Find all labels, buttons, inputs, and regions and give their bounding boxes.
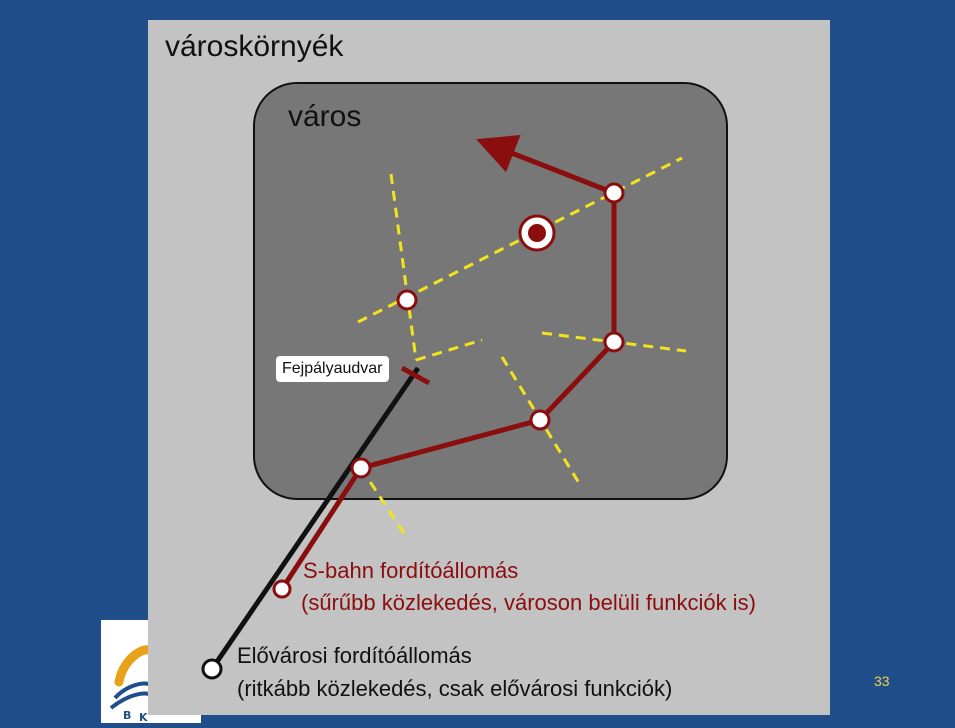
svg-text:B: B <box>123 709 131 722</box>
page-number: 33 <box>874 673 890 689</box>
sbahn-turnaround-description: (sűrűbb közlekedés, városon belüli funkc… <box>301 590 756 615</box>
city-centre-icon <box>518 214 556 252</box>
station <box>603 182 625 204</box>
sbahn-route-arrow <box>476 135 615 196</box>
suburban-turnaround-label: Elővárosi fordítóállomás <box>237 643 472 668</box>
city-region-label: város <box>288 100 362 133</box>
tram-line <box>359 467 409 539</box>
station-suburban-turnaround <box>201 658 223 680</box>
station <box>603 331 625 353</box>
suburban-line <box>209 365 431 671</box>
terminal-buffer <box>400 365 431 386</box>
sbahn-route <box>279 193 617 591</box>
suburb-region-label: városkörnyék <box>165 30 344 63</box>
svg-text:K: K <box>139 711 148 723</box>
station <box>529 409 551 431</box>
station <box>396 289 418 311</box>
stations <box>272 182 625 599</box>
tram-line <box>415 338 483 362</box>
sbahn-turnaround-label: S-bahn fordítóállomás <box>303 558 519 583</box>
logo-icon: B K <box>109 645 154 724</box>
suburban-turnaround-description: (ritkább közlekedés, csak elővárosi funk… <box>237 676 673 701</box>
terminal-label: Fejpályaudvar <box>276 356 389 382</box>
station <box>350 457 372 479</box>
tram-lines <box>357 156 687 539</box>
station-sbahn-turnaround <box>272 579 292 599</box>
tram-line <box>389 173 418 361</box>
